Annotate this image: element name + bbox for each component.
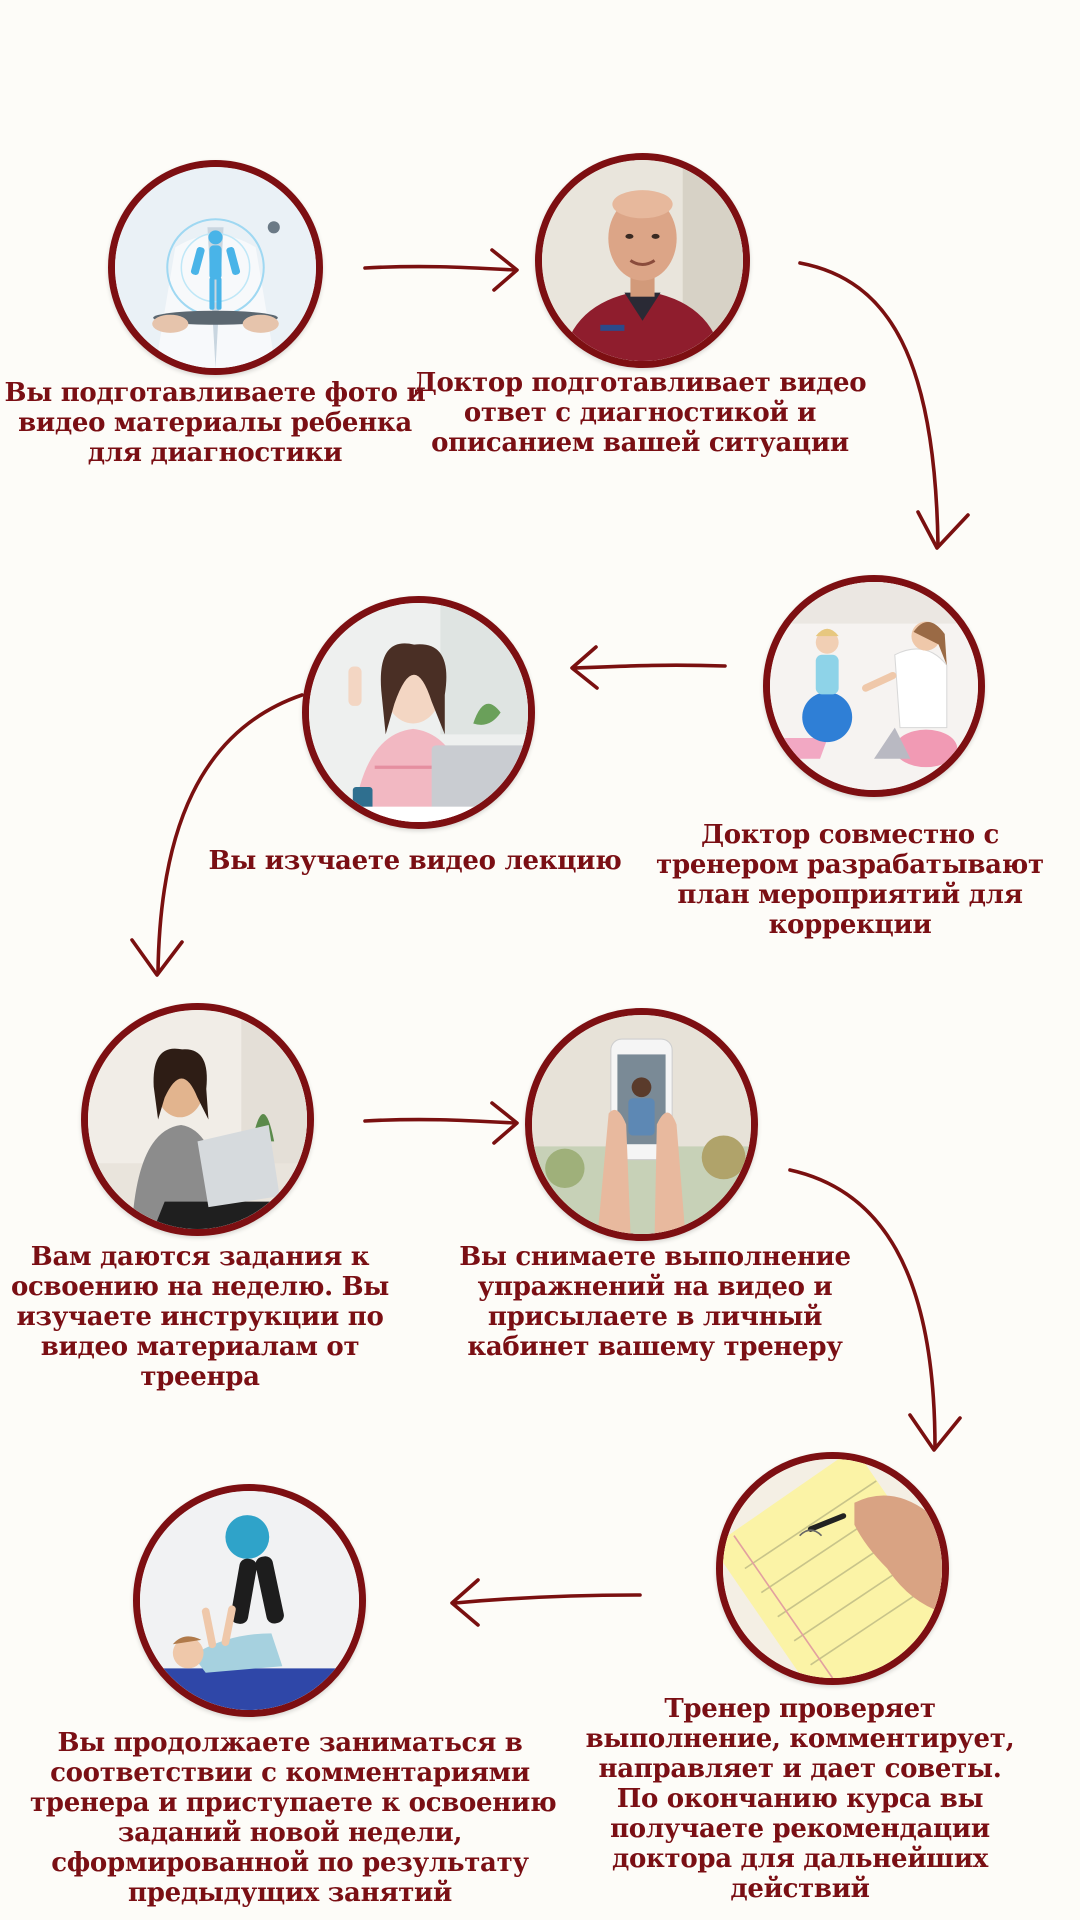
step-3-caption: Доктор совместно с тренером разрабатываю…	[640, 820, 1060, 940]
step-5-line: видео материалам от	[40, 1332, 360, 1362]
therapist-child-ball-icon	[770, 582, 978, 790]
step-1-line: видео материалы ребенка	[18, 408, 412, 438]
step-3-line: план мероприятий для	[677, 880, 1023, 910]
step-7-line: Тренер проверяет	[664, 1694, 936, 1724]
step-7-line: получаете рекомендации	[610, 1814, 990, 1844]
step-5-line: треенра	[140, 1362, 260, 1392]
step-8-line: предыдущих занятий	[127, 1878, 453, 1908]
arrowhead-step1-to-step2	[490, 248, 519, 292]
step-7-line: действий	[730, 1874, 870, 1904]
step-8-line: соответствии с комментариями	[50, 1758, 530, 1788]
step-3-image	[763, 575, 985, 797]
step-5-caption: Вам даются задания к освоению на неделю.…	[0, 1242, 400, 1392]
step-6-line: упражнений на видео и	[477, 1272, 833, 1302]
step-8-image	[133, 1484, 366, 1717]
step-1-line: для диагностики	[87, 438, 343, 468]
step-7-line: По окончанию курса вы	[616, 1784, 984, 1814]
step-2-image	[535, 153, 750, 368]
step-7-line: направляет и дает советы.	[598, 1754, 1002, 1784]
step-8-line: тренера и приступаете к освоению	[30, 1788, 557, 1818]
step-3-line: коррекции	[768, 910, 932, 940]
step-4-caption: Вы изучаете видео лекцию	[200, 846, 630, 876]
step-2-line: описанием вашей ситуации	[431, 428, 849, 458]
phone-recording-icon	[532, 1015, 751, 1234]
woman-laptop-couch-icon	[88, 1010, 307, 1229]
step-4-image	[302, 596, 535, 829]
step-6-line: присылаете в личный	[487, 1302, 823, 1332]
step-5-image	[81, 1003, 314, 1236]
arrowhead-step4-to-step5	[130, 938, 184, 977]
step-5-line: Вам даются задания к	[30, 1242, 370, 1272]
step-7-caption: Тренер проверяет выполнение, комментируе…	[580, 1694, 1020, 1904]
step-8-line: заданий новой недели,	[117, 1818, 463, 1848]
step-8-line: сформированной по результату	[51, 1848, 529, 1878]
step-3-line: тренером разрабатывают	[656, 850, 1044, 880]
step-5-line: освоению на неделю. Вы	[10, 1272, 390, 1302]
child-exercise-ball-icon	[140, 1491, 359, 1710]
step-2-caption: Доктор подготавливает видео ответ с диаг…	[410, 368, 870, 458]
step-6-image	[525, 1008, 758, 1241]
arrow-step4-to-step5	[156, 693, 304, 974]
doctor-portrait-icon	[542, 160, 743, 361]
step-2-line: Доктор подготавливает видео	[413, 368, 867, 398]
arrow-step3-to-step4	[573, 663, 727, 670]
step-8-line: Вы продолжаете заниматься в	[57, 1728, 523, 1758]
arrowhead-step7-to-step8	[450, 1578, 480, 1627]
step-7-line: доктора для дальнейших	[611, 1844, 989, 1874]
step-1-line: Вы подготавливаете фото и	[4, 378, 426, 408]
doctor-tablet-hologram-icon	[115, 167, 316, 368]
woman-lecture-laptop-icon	[309, 603, 528, 822]
step-6-line: Вы снимаете выполнение	[459, 1242, 851, 1272]
arrow-step7-to-step8	[453, 1593, 642, 1605]
arrow-step1-to-step2	[363, 264, 517, 272]
arrowhead-step5-to-step6	[490, 1101, 519, 1145]
step-1-caption: Вы подготавливаете фото и видео материал…	[0, 378, 430, 468]
arrowhead-step2-to-step3	[916, 510, 970, 550]
step-7-image	[716, 1452, 949, 1685]
step-6-line: кабинет вашему тренеру	[467, 1332, 843, 1362]
step-5-line: изучаете инструкции по	[16, 1302, 384, 1332]
step-1-image	[108, 160, 323, 375]
arrowhead-step6-to-step7	[908, 1413, 962, 1452]
notepad-writing-icon	[723, 1459, 942, 1678]
step-4-line: Вы изучаете видео лекцию	[208, 846, 622, 876]
step-3-line: Доктор совместно с	[700, 820, 1000, 850]
arrowhead-step3-to-step4	[570, 645, 599, 690]
step-8-caption: Вы продолжаете заниматься в соответствии…	[30, 1728, 557, 1908]
step-7-line: выполнение, комментирует,	[585, 1724, 1015, 1754]
step-2-line: ответ с диагностикой и	[463, 398, 817, 428]
arrow-step5-to-step6	[363, 1117, 517, 1125]
step-6-caption: Вы снимаете выполнение упражнений на вид…	[430, 1242, 880, 1362]
